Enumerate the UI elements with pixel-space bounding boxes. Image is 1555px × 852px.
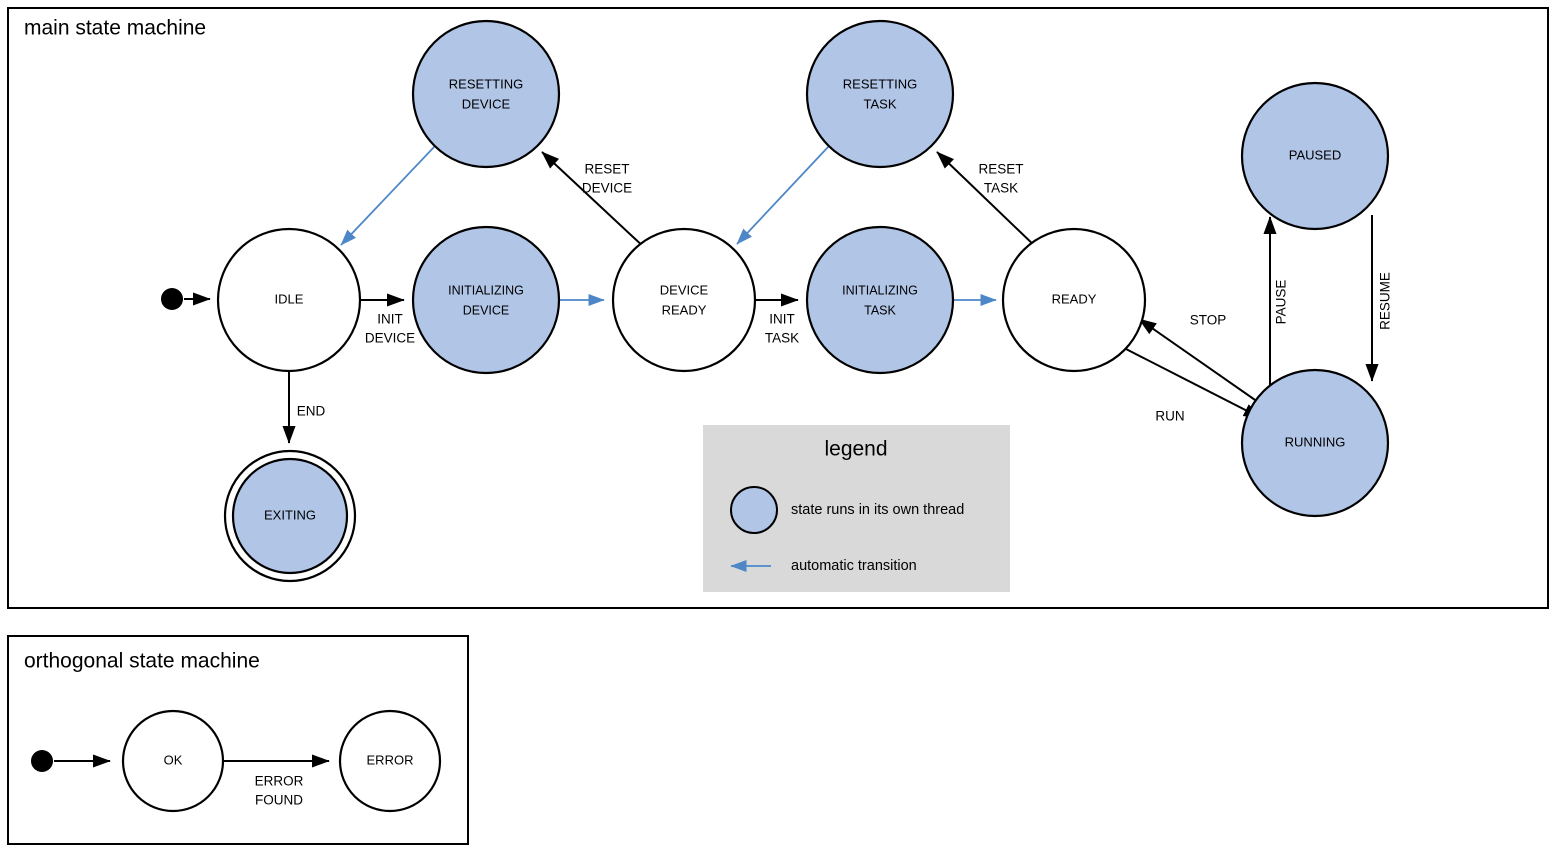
edge-label: DEVICE — [582, 181, 632, 196]
transition-idle-end: END — [282, 371, 326, 444]
edge-label: INIT — [769, 312, 795, 327]
state-label: TASK — [864, 303, 896, 317]
legend-item-threaded-state: state runs in its own thread — [730, 486, 964, 534]
transition-resetdev-idle — [340, 145, 436, 246]
state-label: RESETTING — [449, 76, 523, 91]
edge-label: TASK — [984, 181, 1018, 196]
threaded-state-swatch-icon — [730, 486, 778, 534]
edge-label: END — [297, 404, 326, 419]
orthogonal-frame — [7, 635, 469, 845]
edge-label: RESET — [978, 162, 1023, 177]
legend: legend state runs in its own thread auto… — [703, 425, 1010, 592]
state-label: RESETTING — [843, 76, 917, 91]
edge-label: INIT — [377, 312, 403, 327]
state-label: IDLE — [275, 291, 304, 306]
transition-deviceready-inittask: INIT TASK — [755, 293, 799, 346]
state-label: ERROR — [367, 752, 414, 767]
state-node-initializing-device[interactable]: INITIALIZING DEVICE — [411, 225, 561, 375]
state-node-ok[interactable]: OK — [121, 709, 225, 813]
state-node-idle[interactable]: IDLE — [216, 227, 362, 373]
state-label: DEVICE — [462, 96, 511, 111]
state-node-exiting[interactable]: EXITING — [223, 449, 357, 583]
state-node-resetting-task[interactable]: RESETTING TASK — [805, 19, 955, 169]
legend-item-label: state runs in its own thread — [791, 502, 964, 518]
state-label: PAUSED — [1289, 147, 1342, 162]
edge-label: RESET — [584, 162, 629, 177]
state-node-resetting-device[interactable]: RESETTING DEVICE — [411, 19, 561, 169]
state-label: EXITING — [264, 507, 316, 522]
edge-label: RESUME — [1378, 272, 1393, 330]
orthogonal-frame-title: orthogonal state machine — [24, 650, 260, 673]
edge-label: TASK — [765, 331, 799, 346]
transition-ready-reset-task: RESET TASK — [936, 151, 1039, 250]
state-node-device-ready[interactable]: DEVICE READY — [611, 227, 757, 373]
state-label: TASK — [864, 96, 897, 111]
state-label: DEVICE — [463, 303, 510, 317]
state-label: OK — [164, 752, 183, 767]
state-label: READY — [662, 302, 707, 317]
transition-ok-to-error: ERROR FOUND — [223, 754, 330, 808]
state-label: READY — [1052, 291, 1097, 306]
state-label: INITIALIZING — [448, 283, 524, 297]
state-node-ready[interactable]: READY — [1001, 227, 1147, 373]
transition-running-stop: STOP — [1138, 313, 1259, 403]
state-label: RUNNING — [1285, 434, 1346, 449]
legend-item-automatic-transition: automatic transition — [730, 558, 917, 574]
initial-state-marker — [31, 750, 53, 772]
edge-label: DEVICE — [365, 331, 415, 346]
transition-running-pause: PAUSE — [1263, 216, 1289, 385]
edge-label: STOP — [1190, 313, 1227, 328]
transition-ready-run: RUN — [1125, 348, 1262, 424]
state-label: DEVICE — [660, 282, 709, 297]
legend-item-label: automatic transition — [791, 558, 917, 574]
edge-label: ERROR — [255, 774, 304, 789]
state-node-paused[interactable]: PAUSED — [1240, 81, 1390, 231]
state-node-initializing-task[interactable]: INITIALIZING TASK — [805, 225, 955, 375]
edge-label: PAUSE — [1274, 280, 1289, 325]
transition-deviceready-reset: RESET DEVICE — [541, 151, 648, 251]
initial-state-marker — [161, 288, 183, 310]
state-label: INITIALIZING — [842, 283, 918, 297]
main-frame — [7, 7, 1549, 609]
edge-label: RUN — [1155, 409, 1184, 424]
transition-resettask-deviceready — [736, 145, 830, 245]
state-node-error[interactable]: ERROR — [338, 709, 442, 813]
state-node-running[interactable]: RUNNING — [1240, 368, 1390, 518]
transition-idle-init-device: INIT DEVICE — [360, 293, 415, 346]
edge-label: FOUND — [255, 793, 303, 808]
transition-paused-resume: RESUME — [1365, 215, 1393, 382]
legend-title: legend — [824, 438, 887, 461]
main-frame-title: main state machine — [24, 17, 206, 40]
